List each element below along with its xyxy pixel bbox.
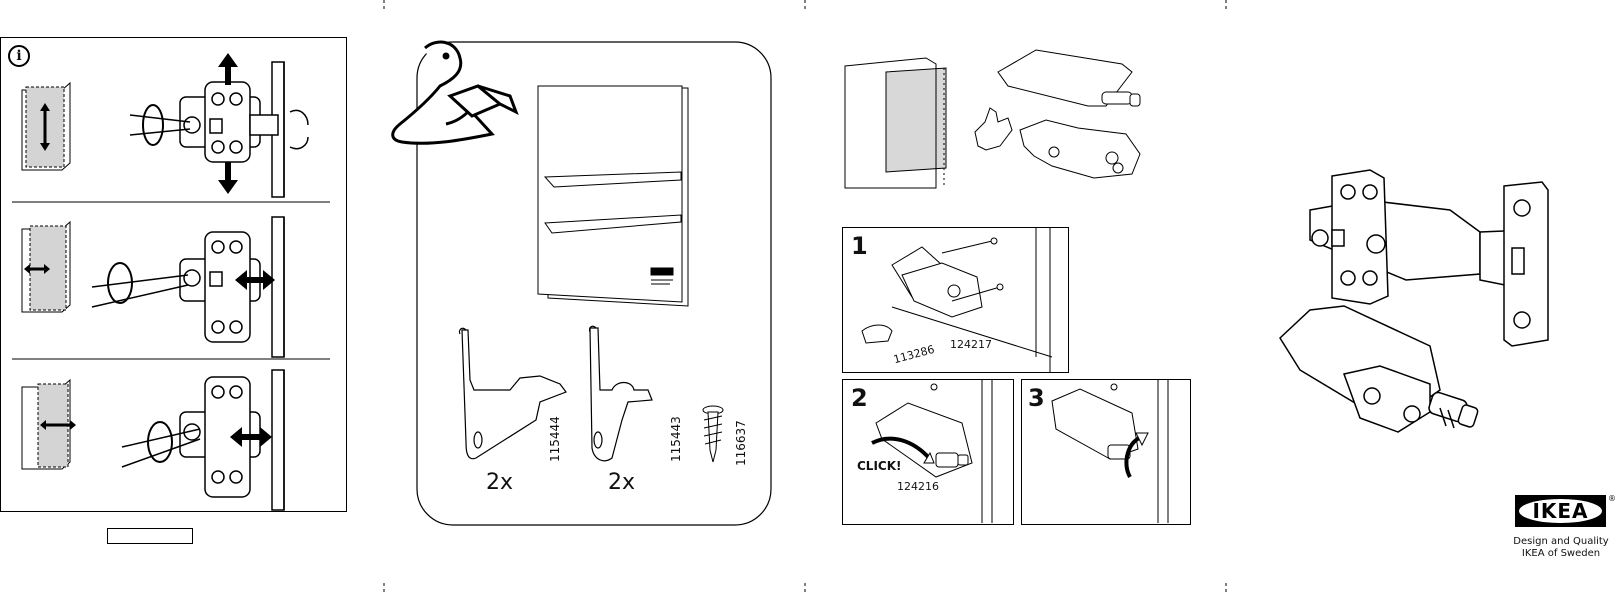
instruction-booklet — [538, 86, 688, 306]
push-opener-top — [998, 50, 1140, 106]
cabinet-overview — [840, 50, 1200, 200]
read-instructions-icon — [393, 42, 516, 143]
quantity-115443: 2x — [608, 470, 635, 495]
step-2-part-label: 124216 — [897, 480, 939, 493]
cover-product-illustration — [1280, 170, 1580, 470]
tagline-ikea-sweden: IKEA of Sweden — [1506, 548, 1616, 559]
bracket-115443 — [589, 326, 652, 460]
step-2-number: 2 — [851, 384, 868, 412]
quantity-115444: 2x — [486, 470, 513, 495]
screw-116637 — [703, 406, 723, 462]
part-number-116637: 116637 — [734, 420, 748, 466]
step-illustrations — [842, 227, 1192, 527]
part-number-115443: 115443 — [669, 416, 683, 462]
step-1-label-plate: 124217 — [950, 338, 992, 351]
part-number-115444: 115444 — [548, 416, 562, 462]
step-2-click-label: CLICK! — [857, 459, 902, 473]
step-3-number: 3 — [1028, 384, 1045, 412]
registered-mark: ® — [1608, 494, 1616, 503]
mounting-plate-top — [1020, 120, 1140, 178]
parts-panel — [0, 0, 805, 595]
step-1-number: 1 — [851, 232, 868, 260]
ikea-logo: IKEA — [1515, 495, 1606, 527]
tagline-design-quality: Design and Quality — [1506, 536, 1616, 547]
ikea-logo-text: IKEA — [1515, 499, 1606, 523]
